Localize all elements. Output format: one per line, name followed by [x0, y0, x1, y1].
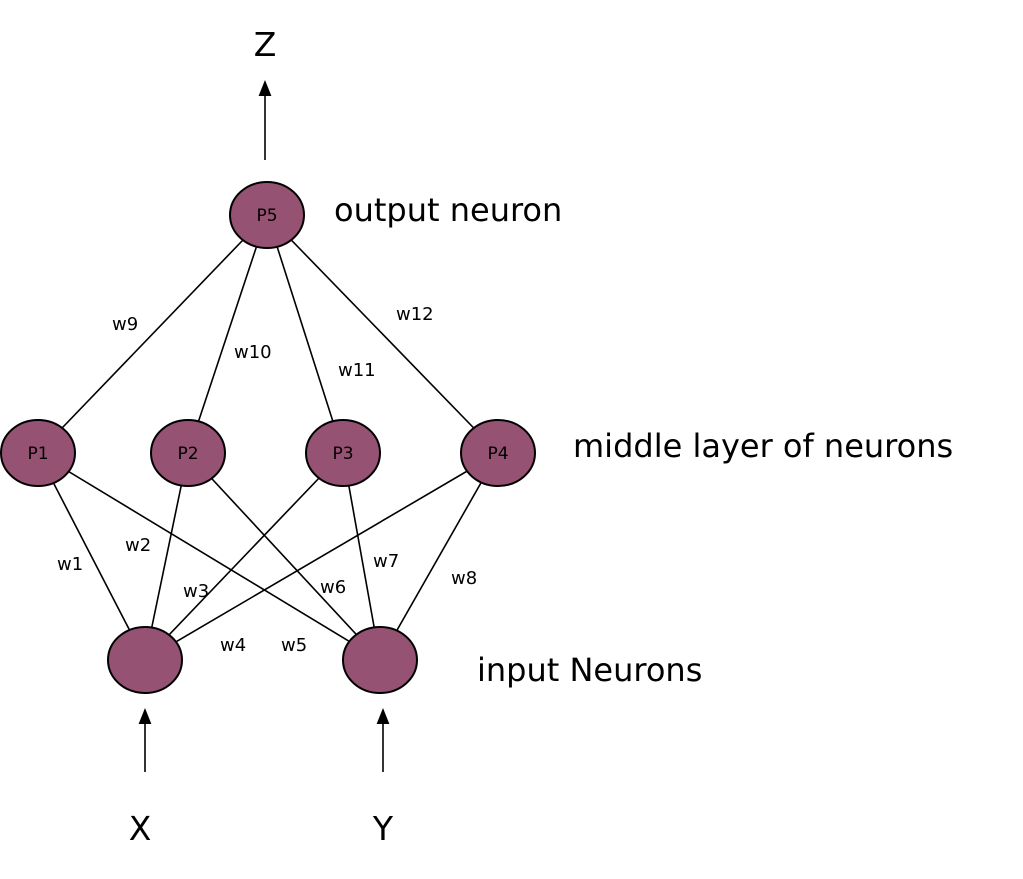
- connection-IX-P3: [144, 452, 344, 661]
- neuron-label: P3: [332, 444, 353, 464]
- connection-IX-P4: [144, 452, 499, 661]
- connection-IX-P1: [37, 452, 146, 661]
- connection-IY-P4: [379, 452, 499, 661]
- neuron-P1: [0, 419, 76, 487]
- connection-IX-P2: [144, 452, 189, 661]
- neuron-label: P4: [487, 444, 508, 464]
- weight-label: w7: [373, 551, 399, 572]
- connection-IY-P2: [187, 452, 381, 661]
- neuron-P2: [150, 419, 226, 487]
- input-layer-label: input Neurons: [477, 651, 702, 689]
- connection-P2-P5: [187, 214, 268, 454]
- weight-label: w5: [281, 635, 307, 656]
- neuron-label: P2: [177, 444, 198, 464]
- neuron-IX: [107, 626, 183, 694]
- weight-label: w1: [57, 554, 83, 575]
- weight-label: w12: [396, 304, 434, 325]
- neuron-label: P5: [256, 206, 277, 226]
- output-z-label: Z: [254, 25, 277, 64]
- weight-label: w11: [338, 360, 376, 381]
- weight-label: w10: [234, 342, 272, 363]
- weight-label: w9: [112, 314, 138, 335]
- neuron-label: P1: [27, 444, 48, 464]
- neuron-P5: [229, 181, 305, 249]
- weight-label: w4: [220, 635, 246, 656]
- output-layer-label: output neuron: [334, 191, 562, 229]
- connection-IY-P1: [37, 452, 381, 661]
- neuron-P3: [305, 419, 381, 487]
- connection-P3-P5: [266, 214, 344, 454]
- weight-label: w6: [320, 577, 346, 598]
- weight-label: w8: [451, 568, 477, 589]
- weight-label: w2: [125, 535, 151, 556]
- connections: [37, 214, 499, 661]
- connection-P4-P5: [266, 214, 499, 454]
- neuron-P4: [460, 419, 536, 487]
- neuron-IY: [342, 626, 418, 694]
- connection-IY-P3: [342, 452, 381, 661]
- weight-label: w3: [183, 581, 209, 602]
- input-y-label: Y: [372, 809, 394, 848]
- middle-layer-label: middle layer of neurons: [573, 427, 953, 465]
- input-x-label: X: [129, 809, 152, 848]
- connection-P1-P5: [37, 214, 268, 454]
